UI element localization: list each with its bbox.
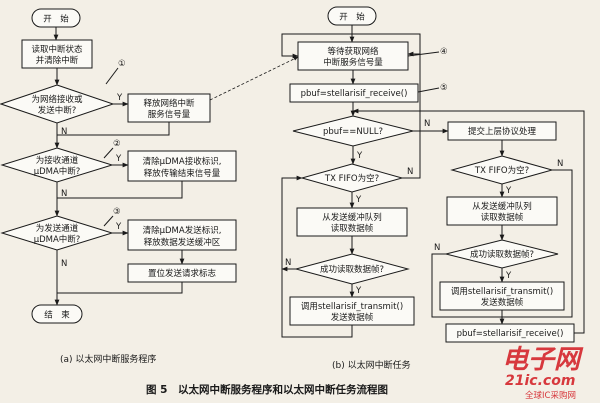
net-irq-label-2: 发送中断? xyxy=(38,105,77,116)
transmit-left-label-2: 发送数据帧 xyxy=(331,312,374,323)
marker-2-leader xyxy=(103,147,114,159)
net-no-label: N xyxy=(61,127,67,137)
figure-caption: 图 5 以太网中断服务程序和以太网中断任务流程图 xyxy=(146,383,388,396)
clear-tx-label-2: 释放数据发送缓冲区 xyxy=(144,237,221,248)
isr-flowchart: 开 始 读取中断状态 并清除中断 为网络接收或 发送中断? 释放网络中断 服务信… xyxy=(0,8,237,365)
net-yes-label: Y xyxy=(116,93,123,103)
tx-no-label: N xyxy=(61,259,67,269)
watermark-brand-en: 21ic.com xyxy=(505,373,575,389)
marker-2: ② xyxy=(113,139,121,149)
transmit-right-label-1: 调用stellarisif_transmit() xyxy=(451,287,553,297)
net-irq-label-1: 为网络接收或 xyxy=(31,94,83,105)
read-left-label-1: 从发送缓冲队列 xyxy=(322,212,382,223)
read-right-box xyxy=(446,196,558,226)
tx-dma-label-1: 为发送通道 xyxy=(36,223,79,234)
edge-setflag-merge xyxy=(57,282,183,294)
transmit-right-box xyxy=(439,281,565,311)
watermark-brand-cn: 电子网 xyxy=(502,345,584,375)
read-status-label-2: 并清除中断 xyxy=(36,55,79,66)
null-yes-label: Y xyxy=(356,151,363,161)
fifo-right-label: TX FIFO为空? xyxy=(474,165,529,176)
okr-no-label: N xyxy=(434,243,440,253)
release-sem-box xyxy=(127,93,211,123)
isr-caption: (a) 以太网中断服务程序 xyxy=(60,353,156,365)
null-no-label: N xyxy=(424,119,430,129)
task-flowchart: 开 始 等待获取网络 中断服务信号量 pbuf=stellarisif_rece… xyxy=(281,6,585,371)
marker-1: ① xyxy=(118,59,126,69)
marker-4-leader xyxy=(407,51,440,57)
semaphore-link-dashed xyxy=(209,56,299,101)
wait-sem-label-2: 中断服务信号量 xyxy=(323,57,383,68)
edge-fifol-no xyxy=(402,51,421,179)
edge-transl-loop xyxy=(281,175,353,338)
receive-label-1: pbuf=stellarisif_receive() xyxy=(301,89,408,99)
watermark-logo: 电子网 21ic.com 全球IC采购网 xyxy=(502,345,584,401)
release-sem-label-1: 释放网络中断 xyxy=(143,98,195,109)
fifol-no-label: N xyxy=(407,167,413,177)
watermark-tagline: 全球IC采购网 xyxy=(525,390,576,401)
transmit-left-label-1: 调用stellarisif_transmit() xyxy=(301,302,403,312)
okl-yes-label: Y xyxy=(355,286,362,296)
task-caption: (b) 以太网中断任务 xyxy=(332,359,411,371)
edge-clearrx-merge xyxy=(57,181,183,199)
ok-right-label: 成功读取数据帧? xyxy=(470,249,534,260)
read-left-box xyxy=(296,207,408,237)
marker-3: ③ xyxy=(113,207,121,217)
rx-no-label: N xyxy=(61,189,67,199)
rx-yes-label: Y xyxy=(115,154,122,164)
transmit-left-box xyxy=(289,296,415,326)
tx-dma-label-2: μDMA中断? xyxy=(34,234,81,245)
marker-4: ④ xyxy=(440,47,448,57)
rx-dma-label-2: μDMA中断? xyxy=(34,166,81,177)
isr-end-label: 结 束 xyxy=(44,310,70,321)
clear-rx-label-1: 清除μDMA接收标识, xyxy=(143,156,222,167)
clear-tx-box xyxy=(127,219,237,251)
edge-fifor-no xyxy=(502,169,573,318)
read-status-box xyxy=(21,39,93,69)
clear-rx-label-2: 释放传输结束信号量 xyxy=(144,168,221,179)
okl-no-label: N xyxy=(285,258,291,268)
fifor-yes-label: Y xyxy=(505,186,512,196)
fifol-yes-label: Y xyxy=(355,195,362,205)
release-sem-label-2: 服务信号量 xyxy=(148,109,191,120)
set-flag-label: 置位发送请求标志 xyxy=(148,268,217,279)
isr-start-label: 开 始 xyxy=(43,14,69,25)
read-status-label-1: 读取中断状态 xyxy=(31,44,83,55)
marker-1-leader xyxy=(105,67,119,85)
fifor-no-label: N xyxy=(557,159,563,169)
pbuf-null-label: pbuf==NULL? xyxy=(323,127,383,137)
transmit-right-label-2: 发送数据帧 xyxy=(481,297,524,308)
marker-5: ⑤ xyxy=(440,83,448,93)
ok-left-label: 成功读取数据帧? xyxy=(320,264,384,275)
edge-recv2-loop xyxy=(352,108,585,334)
fifo-left-label: TX FIFO为空? xyxy=(324,173,379,184)
edge-okr-no xyxy=(431,253,502,318)
read-right-label-2: 读取数据帧 xyxy=(481,212,524,223)
tx-yes-label: Y xyxy=(115,222,122,232)
submit-label: 提交上层协议处理 xyxy=(468,126,537,137)
okr-yes-label: Y xyxy=(505,271,512,281)
rx-dma-label-1: 为接收通道 xyxy=(36,155,79,166)
edge-release-merge xyxy=(57,122,170,136)
marker-3-leader xyxy=(103,215,114,227)
task-start-label: 开 始 xyxy=(339,12,365,23)
wait-sem-label-1: 等待获取网络 xyxy=(327,46,379,57)
clear-tx-label-1: 清除μDMA发送标识, xyxy=(143,225,222,236)
receive-label-2: pbuf=stellarisif_receive() xyxy=(457,329,564,339)
edge-outer-loop xyxy=(281,33,421,59)
marker-5-leader xyxy=(417,87,440,93)
read-left-label-2: 读取数据帧 xyxy=(331,223,374,234)
read-right-label-1: 从发送缓冲队列 xyxy=(472,201,532,212)
